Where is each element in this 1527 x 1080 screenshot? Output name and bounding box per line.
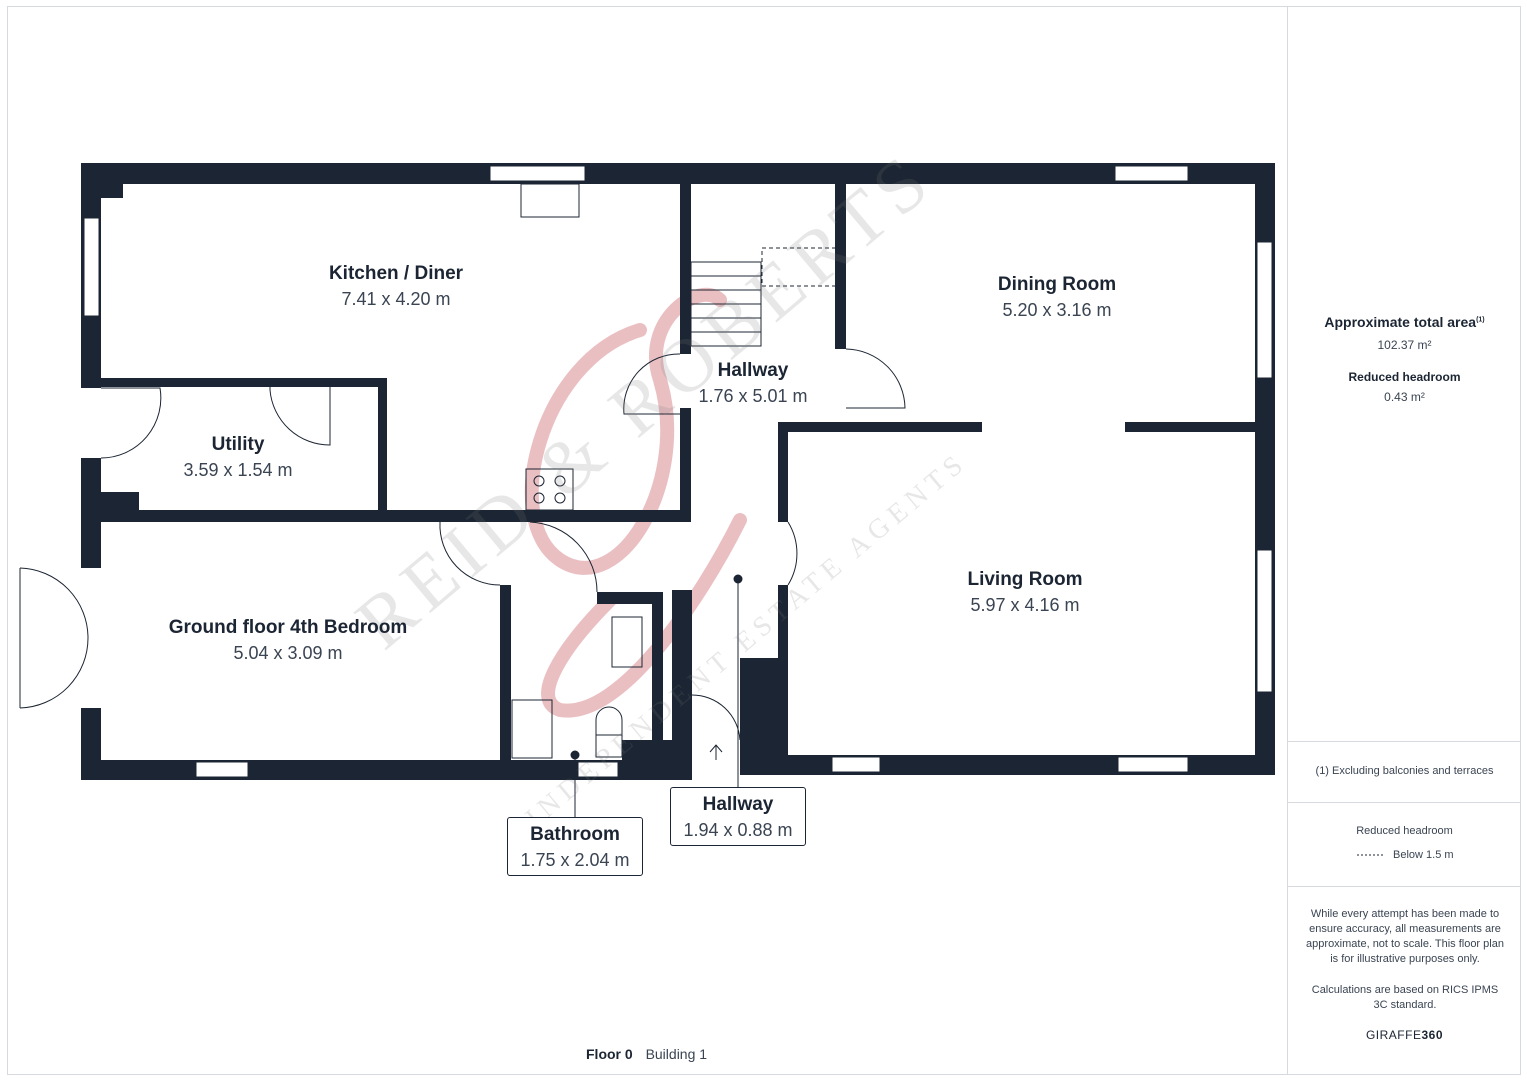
sidebar-divider-1 [1288, 741, 1521, 742]
room-name: Hallway [702, 794, 774, 815]
room-kitchen: Kitchen / Diner 7.41 x 4.20 m [329, 263, 463, 310]
total-area-sup: (1) [1476, 316, 1485, 324]
room-name: Living Room [967, 569, 1083, 590]
room-name: Hallway [717, 360, 789, 381]
room-dimensions: 7.41 x 4.20 m [341, 289, 451, 309]
brand-name: GIRAFFE [1365, 1028, 1422, 1042]
stairs [690, 247, 837, 347]
room-name: Dining Room [997, 274, 1117, 295]
giraffe360-logo: GIRAFFE360 [1288, 1028, 1521, 1042]
windows [83, 165, 1273, 778]
disclaimer: While every attempt has been made to ens… [1306, 908, 1504, 965]
callout-hallway-lower: Hallway 1.94 x 0.88 m [670, 787, 806, 846]
room-name: Utility [211, 434, 265, 455]
doors [19, 348, 906, 741]
brand-number: 360 [1421, 1028, 1444, 1042]
floor-footer: Floor 0 Building 1 [586, 1046, 707, 1062]
room-name: Bathroom [530, 824, 620, 845]
room-utility: Utility 3.59 x 1.54 m [183, 434, 292, 481]
sidebar-divider-3 [1288, 886, 1521, 887]
room-dimensions: 5.20 x 3.16 m [1002, 300, 1112, 320]
total-area-block: Approximate total area(1) 102.37 m² Redu… [1288, 314, 1521, 404]
callout-bathroom: Bathroom 1.75 x 2.04 m [507, 817, 643, 876]
room-name: Kitchen / Diner [328, 263, 464, 284]
total-area-value: 102.37 m² [1377, 338, 1432, 352]
sidebar-divider [1287, 6, 1288, 1075]
room-dimensions: 3.59 x 1.54 m [183, 460, 293, 480]
room-hallway-upper: Hallway 1.76 x 5.01 m [698, 360, 807, 407]
room-name: Ground floor 4th Bedroom [168, 617, 408, 638]
sidebar-divider-2 [1288, 802, 1521, 803]
room-dimensions: 1.94 x 0.88 m [683, 820, 793, 840]
legend-item-label: Below 1.5 m [1393, 849, 1454, 861]
floor-label: Floor 0 [586, 1046, 633, 1062]
fixtures [511, 183, 723, 760]
room-dimensions: 5.97 x 4.16 m [970, 595, 1080, 615]
room-living: Living Room 5.97 x 4.16 m [967, 569, 1082, 616]
reduced-headroom-value: 0.43 m² [1384, 390, 1425, 404]
reduced-headroom-title: Reduced headroom [1348, 370, 1461, 384]
room-dining: Dining Room 5.20 x 3.16 m [998, 274, 1116, 321]
total-area-title: Approximate total area [1324, 314, 1477, 330]
page-frame [7, 6, 1521, 1075]
room-dimensions: 1.75 x 2.04 m [520, 850, 630, 870]
area-footnote: (1) Excluding balconies and terraces [1315, 765, 1494, 777]
legend-title: Reduced headroom [1356, 825, 1453, 837]
room-bedroom: Ground floor 4th Bedroom 5.04 x 3.09 m [169, 617, 408, 664]
callout-connectors [570, 574, 743, 818]
calculation-note: Calculations are based on RICS IPMS 3C s… [1311, 984, 1499, 1011]
room-dimensions: 5.04 x 3.09 m [233, 643, 343, 663]
logo-watermark [524, 287, 747, 718]
building-label: Building 1 [645, 1046, 708, 1062]
room-dimensions: 1.76 x 5.01 m [698, 386, 808, 406]
